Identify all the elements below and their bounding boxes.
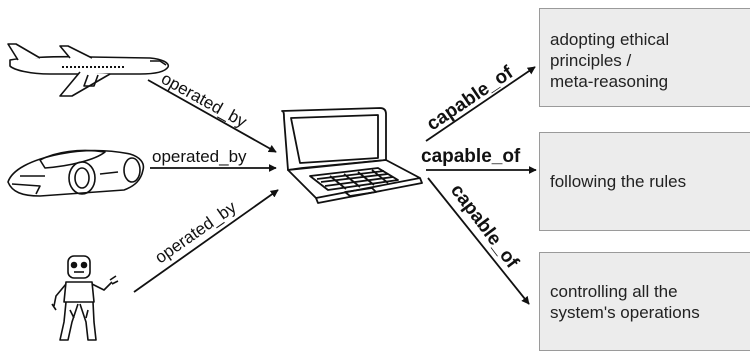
edge-label-airplane: operated_by — [158, 69, 250, 132]
outcome-box-rules: following the rules — [539, 132, 750, 231]
edge-label-ethics: capable_of — [423, 62, 518, 135]
edge-label-robot: operated_by — [151, 197, 240, 267]
edge-label-car: operated_by — [152, 147, 247, 166]
arrow-laptop-to-control — [427, 177, 530, 305]
laptop-icon — [281, 107, 423, 204]
edge-label-rules: capable_of — [421, 146, 521, 167]
edge-label-control: capable_of — [446, 180, 523, 272]
humanoid-robot-icon — [51, 255, 119, 341]
arrow-robot-to-laptop — [133, 189, 279, 293]
outcome-box-control: controlling all the system's operations — [539, 252, 750, 351]
arrow-laptop-to-ethics — [425, 66, 536, 142]
outcome-box-ethics: adopting ethical principles / meta-reaso… — [539, 8, 750, 107]
airplane-icon — [7, 43, 170, 97]
sports-car-icon — [7, 149, 145, 197]
arrow-airplane-to-laptop — [147, 79, 277, 153]
